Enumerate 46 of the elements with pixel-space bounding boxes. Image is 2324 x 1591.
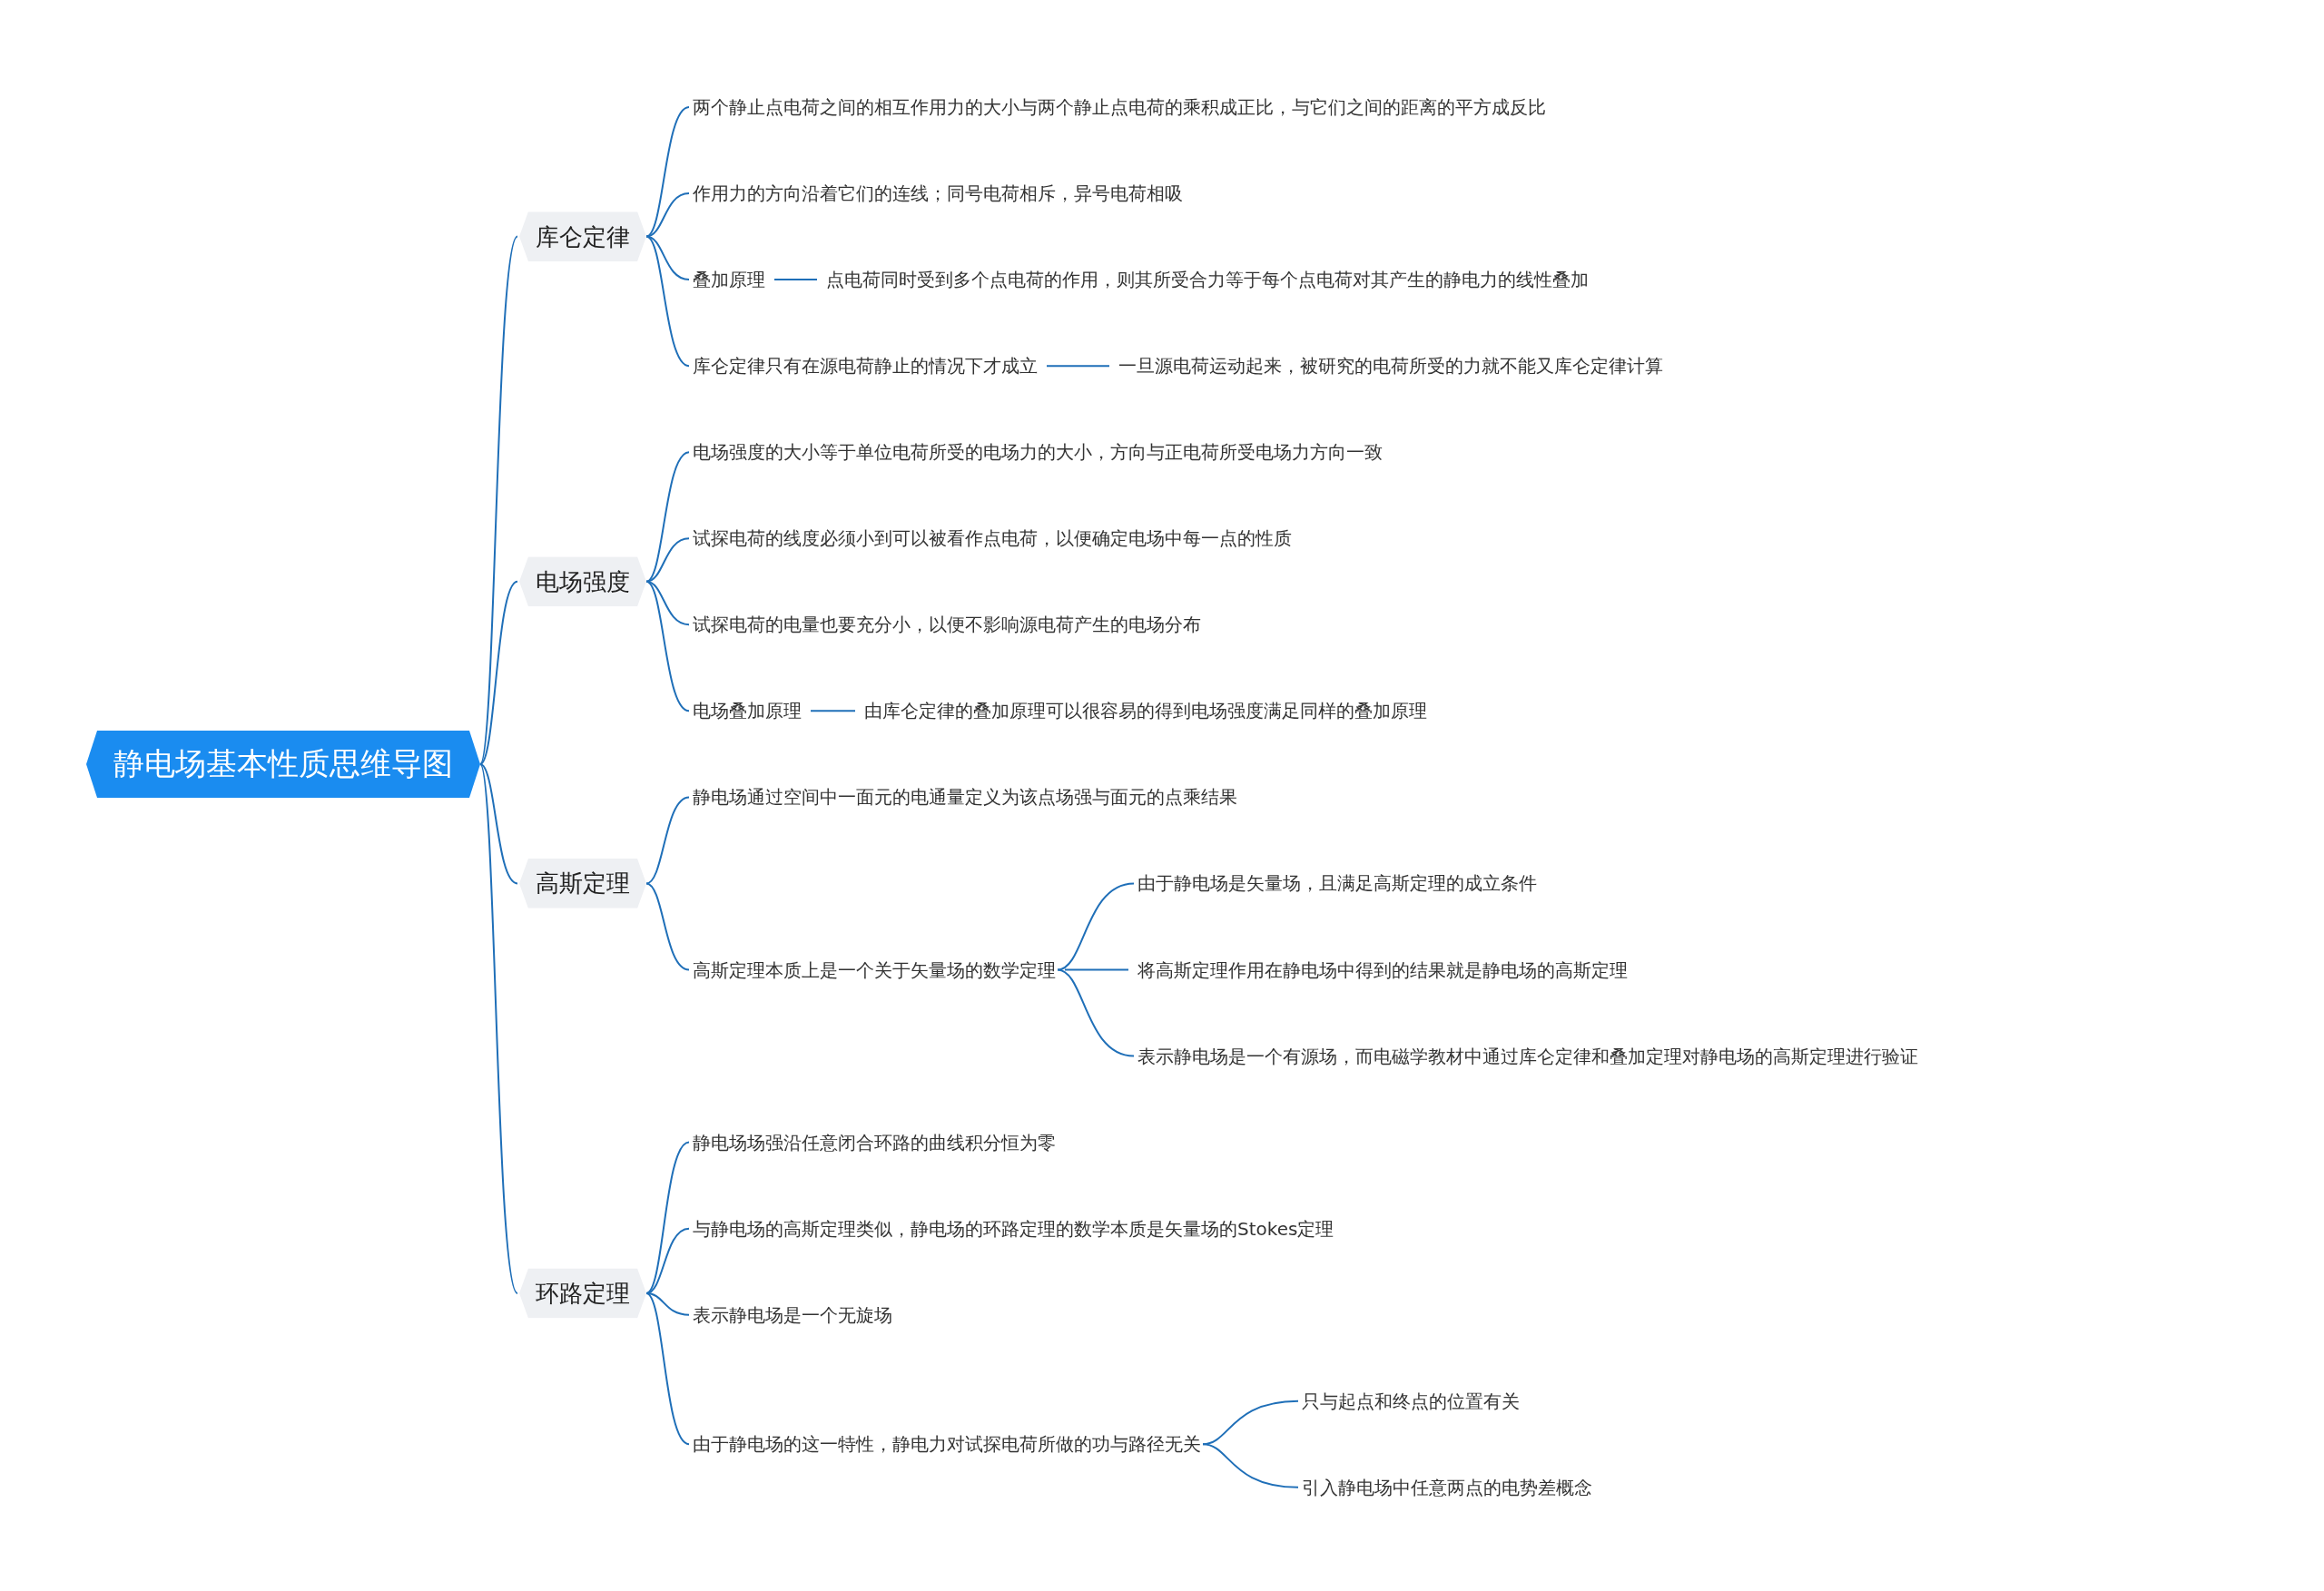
subtopic-text: 由于静电场的这一特性，静电力对试探电荷所做的功与路径无关 [691, 1428, 1203, 1460]
connector-line [1202, 1443, 1299, 1488]
subtopic-text: 点电荷同时受到多个点电荷的作用，则其所受合力等于每个点电荷对其产生的静电力的线性叠加 [824, 263, 1590, 296]
connector-line [645, 580, 690, 712]
topic-node: 高斯定理 [519, 858, 646, 908]
subtopic-text: 库仑定律只有在源电荷静止的情况下才成立 [691, 349, 1039, 382]
subtopic-text: 将高斯定理作用在静电场中得到的结果就是静电场的高斯定理 [1136, 954, 1630, 986]
subtopic-text: 表示静电场是一个无旋场 [691, 1299, 894, 1331]
topic-node: 环路定理 [519, 1268, 646, 1319]
connector-line [810, 710, 856, 712]
subtopic-text: 静电场通过空间中一面元的电通量定义为该点场强与面元的点乘结果 [691, 781, 1239, 813]
subtopic-text: 试探电荷的线度必须小到可以被看作点电荷，以便确定电场中每一点的性质 [691, 522, 1294, 555]
subtopic-text: 一旦源电荷运动起来，被研究的电荷所受的力就不能又库仑定律计算 [1117, 349, 1665, 382]
connector-line [773, 279, 818, 281]
subtopic-text: 与静电场的高斯定理类似，静电场的环路定理的数学本质是矢量场的Stokes定理 [691, 1213, 1336, 1245]
subtopic-text: 只与起点和终点的位置有关 [1300, 1385, 1521, 1418]
connector-line [645, 1291, 690, 1446]
subtopic-text: 由库仑定律的叠加原理可以很容易的得到电场强度满足同样的叠加原理 [862, 694, 1429, 727]
subtopic-text: 引入静电场中任意两点的电势差概念 [1300, 1471, 1594, 1504]
central-topic: 静电场基本性质思维导图 [86, 731, 480, 798]
topic-node: 电场强度 [519, 556, 646, 607]
subtopic-text: 高斯定理本质上是一个关于矢量场的数学定理 [691, 954, 1058, 986]
subtopic-text: 静电场场强沿任意闭合环路的曲线积分恒为零 [691, 1126, 1058, 1159]
connector-line [645, 796, 690, 885]
connector-line [1064, 968, 1129, 971]
subtopic-text: 试探电荷的电量也要充分小，以便不影响源电荷产生的电场分布 [691, 608, 1203, 641]
subtopic-text: 电场叠加原理 [691, 694, 803, 727]
connector-line [1057, 882, 1135, 971]
connector-line [645, 235, 690, 368]
connector-line [479, 235, 518, 765]
connector-line [1046, 365, 1110, 368]
subtopic-text: 叠加原理 [691, 263, 767, 296]
subtopic-text: 电场强度的大小等于单位电荷所受的电场力的大小，方向与正电荷所受电场力方向一致 [691, 436, 1384, 468]
connector-line [479, 763, 518, 1294]
connector-line [479, 763, 518, 885]
subtopic-text: 由于静电场是矢量场，且满足高斯定理的成立条件 [1136, 867, 1539, 899]
connector-line [645, 106, 690, 238]
connector-line [479, 580, 518, 765]
subtopic-text: 表示静电场是一个有源场，而电磁学教材中通过库仑定律和叠加定理对静电场的高斯定理进行验证 [1136, 1040, 1920, 1073]
topic-node: 库仑定律 [519, 211, 646, 262]
connector-line [645, 451, 690, 583]
subtopic-text: 作用力的方向沿着它们的连线；同号电荷相斥，异号电荷相吸 [691, 177, 1185, 210]
connector-line [645, 882, 690, 971]
connector-line [1057, 968, 1135, 1057]
subtopic-text: 两个静止点电荷之间的相互作用力的大小与两个静止点电荷的乘积成正比，与它们之间的距离的平方成反比 [691, 91, 1548, 123]
connector-line [645, 1141, 690, 1294]
